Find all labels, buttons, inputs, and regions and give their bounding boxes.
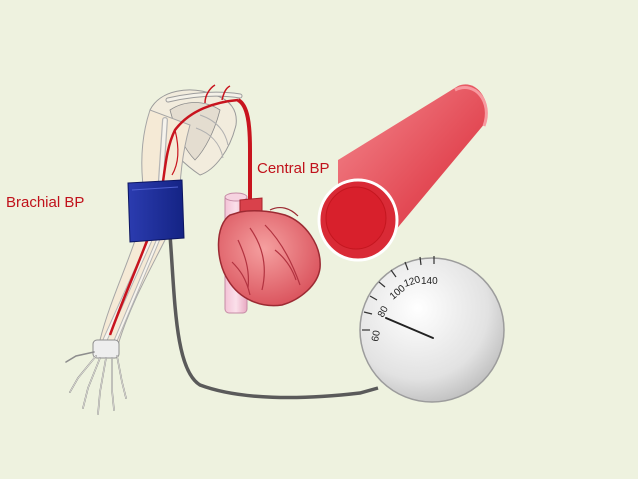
pressure-gauge-icon: 60 80 100 120 140 [359, 256, 505, 403]
artery-tube-icon [317, 84, 488, 262]
cuff-tube [168, 234, 379, 400]
heart-icon [217, 192, 321, 314]
gauge-tick-140: 140 [421, 276, 438, 287]
gauge-needle [385, 317, 434, 339]
brachial-bp-label: Brachial BP [6, 194, 85, 211]
gauge-tick-120: 120 [403, 274, 423, 290]
central-bp-label: Central BP [257, 160, 330, 177]
blood-pressure-cuff-icon [127, 179, 185, 243]
gauge-tick-60: 60 [370, 329, 383, 342]
arm-skeleton-icon [65, 84, 252, 415]
gauge-tick-80: 80 [376, 304, 391, 319]
